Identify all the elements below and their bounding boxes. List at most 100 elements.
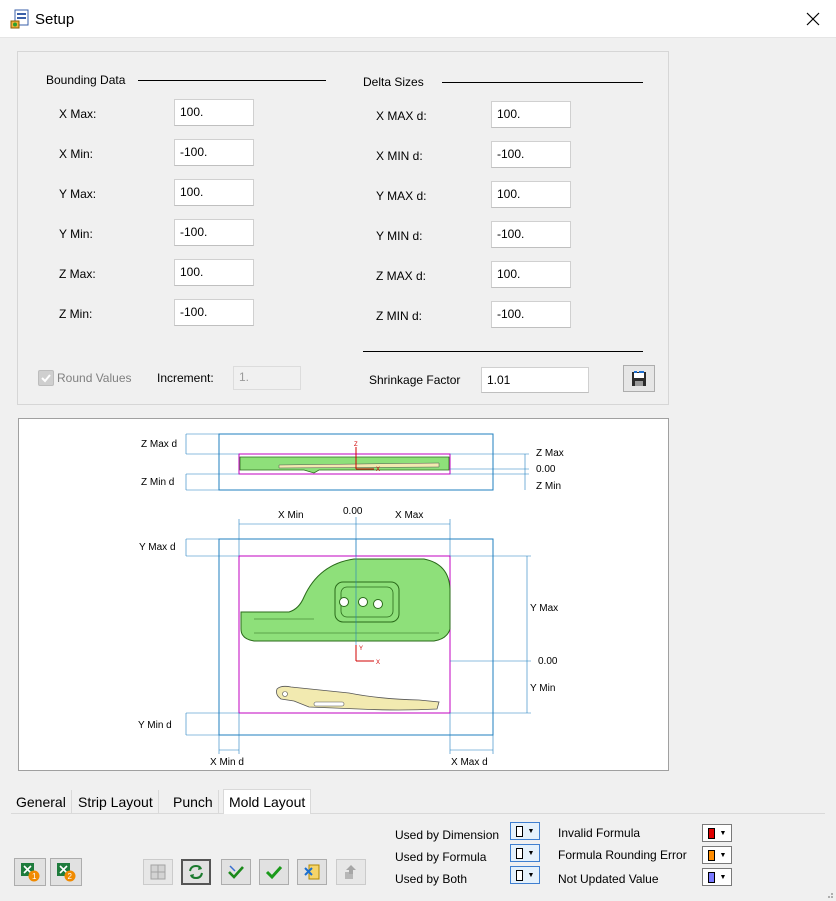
used-by-formula-color-button[interactable]: ▼ (510, 844, 540, 862)
x-min-input[interactable]: -100. (174, 139, 254, 166)
exit-button[interactable] (297, 859, 327, 885)
chevron-down-icon: ▼ (719, 851, 727, 859)
tab-mold-layout[interactable]: Mold Layout (223, 789, 312, 814)
refresh-button[interactable] (181, 859, 211, 885)
color-swatch (515, 847, 523, 859)
color-swatch (707, 827, 715, 839)
top-axis-x: X (376, 467, 380, 473)
x-min-tag: X Min (278, 510, 304, 521)
x-max-d-tag: X Max d (451, 757, 488, 768)
y-max-input[interactable]: 100. (174, 179, 254, 206)
color-swatch (515, 825, 523, 837)
resize-grip-icon[interactable] (824, 889, 834, 899)
upload-icon (345, 865, 356, 879)
not-updated-value-color-button[interactable]: ▼ (702, 868, 732, 886)
x-max-label: X Max: (59, 107, 97, 121)
y-min-d-label: Y MIN d: (376, 229, 423, 243)
z-max-input[interactable]: 100. (174, 259, 254, 286)
settings-panel: Bounding Data X Max: 100. X Min: -100. Y… (17, 51, 669, 405)
chevron-down-icon: ▼ (719, 829, 727, 837)
invalid-formula-color-button[interactable]: ▼ (702, 824, 732, 842)
y-min-d-tag: Y Min d (138, 720, 172, 731)
svg-text:2: 2 (68, 872, 73, 881)
x-max-d-label: X MAX d: (376, 109, 427, 123)
excel-export-2-icon: 2 (57, 863, 76, 882)
svg-text:1: 1 (32, 872, 37, 881)
x-max-d-input[interactable]: 100. (491, 101, 571, 128)
shrinkage-divider (363, 351, 643, 352)
excel-export-2-button[interactable]: 2 (50, 858, 82, 886)
color-swatch (515, 869, 523, 881)
top-view-inner-box (238, 453, 451, 475)
formula-rounding-error-label: Formula Rounding Error (558, 848, 687, 862)
delta-sizes-divider (442, 82, 643, 83)
used-by-dimension-color-button[interactable]: ▼ (510, 822, 540, 840)
bounding-data-divider (138, 80, 326, 81)
increment-input[interactable]: 1. (233, 366, 301, 390)
ok-check-icon (265, 865, 283, 880)
save-shrinkage-button[interactable] (623, 365, 655, 392)
z-max-d-input[interactable]: 100. (491, 261, 571, 288)
z-min-d-label: Z MIN d: (376, 309, 423, 323)
front-axis-y: Y (359, 646, 363, 652)
x-min-d-input[interactable]: -100. (491, 141, 571, 168)
z-max-tag: Z Max (536, 448, 564, 459)
shrinkage-factor-label: Shrinkage Factor (369, 373, 461, 387)
window-title: Setup (35, 11, 75, 28)
upload-button[interactable] (336, 859, 366, 885)
tab-strip-layout[interactable]: Strip Layout (73, 790, 159, 814)
z-min-label: Z Min: (59, 307, 93, 321)
apply-button[interactable] (221, 859, 251, 885)
invalid-formula-label: Invalid Formula (558, 826, 641, 840)
y-min-label: Y Min: (59, 227, 93, 241)
y-max-d-tag: Y Max d (139, 542, 176, 553)
color-swatch (707, 849, 715, 861)
status-strip (0, 894, 836, 901)
excel-export-1-icon: 1 (21, 863, 40, 882)
checkmark-icon (41, 374, 51, 383)
y-max-tag: Y Max (530, 603, 558, 614)
tab-bar-divider (11, 813, 825, 814)
exit-icon (304, 864, 320, 880)
layout-preview: Z X Z Max d Z Min d Z Max 0.00 Z Min X M… (18, 418, 669, 771)
z-min-input[interactable]: -100. (174, 299, 254, 326)
round-values-label: Round Values (57, 371, 132, 385)
z-min-d-input[interactable]: -100. (491, 301, 571, 328)
tab-general[interactable]: General (11, 790, 72, 814)
y-max-d-input[interactable]: 100. (491, 181, 571, 208)
used-by-both-label: Used by Both (395, 872, 468, 886)
x-max-input[interactable]: 100. (174, 99, 254, 126)
apply-check-icon (228, 865, 244, 879)
layout-grid-button[interactable] (143, 859, 173, 885)
chevron-down-icon: ▼ (527, 871, 535, 879)
y-max-d-label: Y MAX d: (376, 189, 427, 203)
setup-app-icon (10, 9, 30, 29)
y-min-tag: Y Min (530, 683, 555, 694)
x-zero-tag: 0.00 (343, 506, 363, 517)
x-max-tag: X Max (395, 510, 423, 521)
close-button[interactable] (790, 0, 836, 38)
x-min-d-tag: X Min d (210, 757, 244, 768)
front-view-inner-box (238, 555, 451, 714)
ok-button[interactable] (259, 859, 289, 885)
z-max-d-tag: Z Max d (141, 439, 177, 450)
y-min-d-input[interactable]: -100. (491, 221, 571, 248)
y-max-label: Y Max: (59, 187, 97, 201)
refresh-icon (189, 864, 203, 880)
round-values-checkbox[interactable] (38, 370, 54, 386)
chevron-down-icon: ▼ (527, 827, 535, 835)
color-swatch (707, 871, 715, 883)
chevron-down-icon: ▼ (719, 873, 727, 881)
tab-punch[interactable]: Punch (168, 790, 219, 814)
formula-rounding-error-color-button[interactable]: ▼ (702, 846, 732, 864)
z-max-d-label: Z MAX d: (376, 269, 427, 283)
excel-export-1-button[interactable]: 1 (14, 858, 46, 886)
used-by-both-color-button[interactable]: ▼ (510, 866, 540, 884)
used-by-formula-label: Used by Formula (395, 850, 487, 864)
top-view-outer-box (218, 433, 494, 491)
x-min-d-label: X MIN d: (376, 149, 423, 163)
y-min-input[interactable]: -100. (174, 219, 254, 246)
not-updated-value-label: Not Updated Value (558, 872, 659, 886)
x-min-label: X Min: (59, 147, 94, 161)
shrinkage-factor-input[interactable]: 1.01 (481, 367, 589, 393)
